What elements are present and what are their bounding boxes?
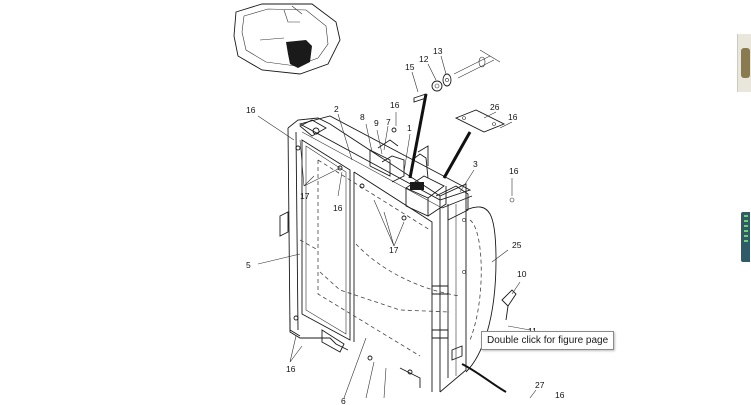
side-panel-tab-icon[interactable] xyxy=(741,212,750,262)
figure-page-tooltip: Double click for figure page xyxy=(481,331,615,350)
tab-indicator xyxy=(744,215,748,217)
callout-16: 16 xyxy=(390,100,400,110)
leader-lines xyxy=(257,55,537,399)
callout-1: 1 xyxy=(407,123,412,133)
callout-7: 7 xyxy=(386,117,391,127)
tab-indicator xyxy=(744,240,748,242)
callout-16: 16 xyxy=(508,112,518,122)
tab-indicator xyxy=(744,230,748,232)
callout-27: 27 xyxy=(535,380,545,390)
tab-indicator xyxy=(744,225,748,227)
callout-16: 16 xyxy=(246,105,256,115)
machine-overview-inset xyxy=(233,3,341,75)
callout-8: 8 xyxy=(360,112,365,122)
callout-labels: 16 2 8 9 16 7 1 15 12 13 26 16 3 16 17 1… xyxy=(246,46,565,405)
callout-15: 15 xyxy=(405,62,415,72)
callout-16: 16 xyxy=(509,166,519,176)
tab-indicator xyxy=(744,220,748,222)
thumbnail-image xyxy=(741,48,750,78)
radiator-assembly xyxy=(279,49,517,393)
callout-17: 17 xyxy=(389,245,399,255)
callout-3: 3 xyxy=(473,159,478,169)
callout-16: 16 xyxy=(333,203,343,213)
callout-2: 2 xyxy=(334,104,339,114)
callout-12: 12 xyxy=(419,54,429,64)
callout-10: 10 xyxy=(517,269,527,279)
callout-6: 6 xyxy=(341,396,346,405)
callout-25: 25 xyxy=(512,240,522,250)
tooltip-text: Double click for figure page xyxy=(487,335,609,346)
tab-indicator xyxy=(744,235,748,237)
callout-26: 26 xyxy=(490,102,500,112)
callout-17: 17 xyxy=(300,191,310,201)
engine-thumbnail-icon[interactable] xyxy=(737,34,751,92)
callout-13: 13 xyxy=(433,46,443,56)
callout-9: 9 xyxy=(374,118,379,128)
callout-16: 16 xyxy=(555,390,565,400)
callout-5: 5 xyxy=(246,260,251,270)
callout-16: 16 xyxy=(286,364,296,374)
